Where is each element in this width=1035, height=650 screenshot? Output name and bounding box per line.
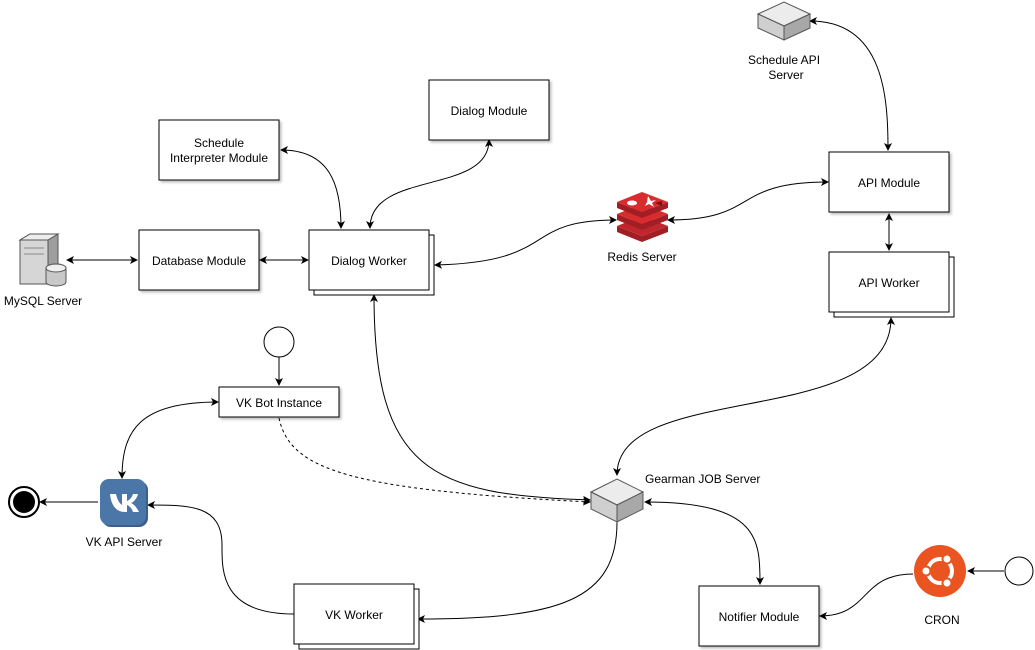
mysql-server-label: MySQL Server — [4, 294, 82, 308]
edge-vkbot-gearman-dashed — [278, 417, 591, 506]
edge-gearman-notifier — [644, 498, 764, 585]
edge-scheduleapi-apimodule — [809, 17, 892, 151]
edge-redis-apimodule — [667, 178, 829, 224]
server-box-icon — [756, 1, 812, 41]
schedule-api-server: Schedule API Server — [748, 1, 820, 82]
edge-scheduleinterp-dialogworker — [280, 146, 345, 229]
schedule-interpreter-label-2: Interpreter Module — [170, 151, 268, 165]
server-database-icon — [18, 233, 67, 287]
edge-gearman-vkworker — [417, 521, 618, 623]
start-event-cron — [1004, 556, 1034, 586]
vk-logo-icon — [100, 479, 148, 527]
ubuntu-logo-icon — [914, 545, 966, 597]
cron-label: CRON — [924, 613, 959, 627]
api-worker: API Worker — [828, 251, 955, 318]
api-worker-label: API Worker — [858, 276, 919, 290]
edge-dialogmodule-dialogworker — [366, 139, 493, 229]
edge-cron-notifier — [819, 573, 914, 620]
vk-bot-instance-label: VK Bot Instance — [236, 396, 322, 410]
vk-worker: VK Worker — [293, 583, 420, 650]
vk-bot-instance: VK Bot Instance — [218, 386, 340, 418]
mysql-server: MySQL Server — [4, 233, 82, 308]
end-event — [8, 486, 40, 518]
edge-dialogworker-redis — [434, 216, 617, 269]
dialog-module-label: Dialog Module — [451, 104, 528, 118]
schedule-api-server-label-2: Server — [768, 68, 803, 82]
database-module-label: Database Module — [152, 254, 246, 268]
dialog-module: Dialog Module — [428, 79, 550, 141]
notifier-module-label: Notifier Module — [719, 610, 800, 624]
api-module-label: API Module — [858, 176, 920, 190]
schedule-interpreter-label-1: Schedule — [194, 136, 244, 150]
redis-icon — [617, 192, 668, 242]
notifier-module: Notifier Module — [698, 585, 820, 647]
edge-dialogworker-gearman — [370, 294, 591, 504]
schedule-interpreter-module: Schedule Interpreter Module — [158, 119, 280, 181]
api-module: API Module — [828, 151, 950, 213]
edge-vkworker-vkapi — [147, 501, 295, 615]
redis-server: Redis Server — [607, 192, 677, 264]
start-event-vk-bot — [263, 326, 295, 358]
edge-vkbot-vkapi — [118, 398, 219, 479]
gearman-job-server: Gearman JOB Server — [589, 472, 760, 523]
connectors — [39, 17, 1004, 623]
gearman-job-server-label: Gearman JOB Server — [645, 472, 760, 486]
dialog-worker-label: Dialog Worker — [331, 254, 407, 268]
edge-apiworker-gearman — [613, 317, 895, 476]
cron: CRON — [914, 545, 966, 627]
vk-api-server: VK API Server — [86, 479, 163, 549]
server-box-icon — [589, 478, 645, 523]
vk-api-server-label: VK API Server — [86, 535, 163, 549]
redis-server-label: Redis Server — [607, 250, 676, 264]
dialog-worker: Dialog Worker — [308, 229, 435, 296]
vk-worker-label: VK Worker — [325, 608, 383, 622]
schedule-api-server-label-1: Schedule API — [748, 53, 820, 67]
database-module: Database Module — [138, 229, 260, 291]
